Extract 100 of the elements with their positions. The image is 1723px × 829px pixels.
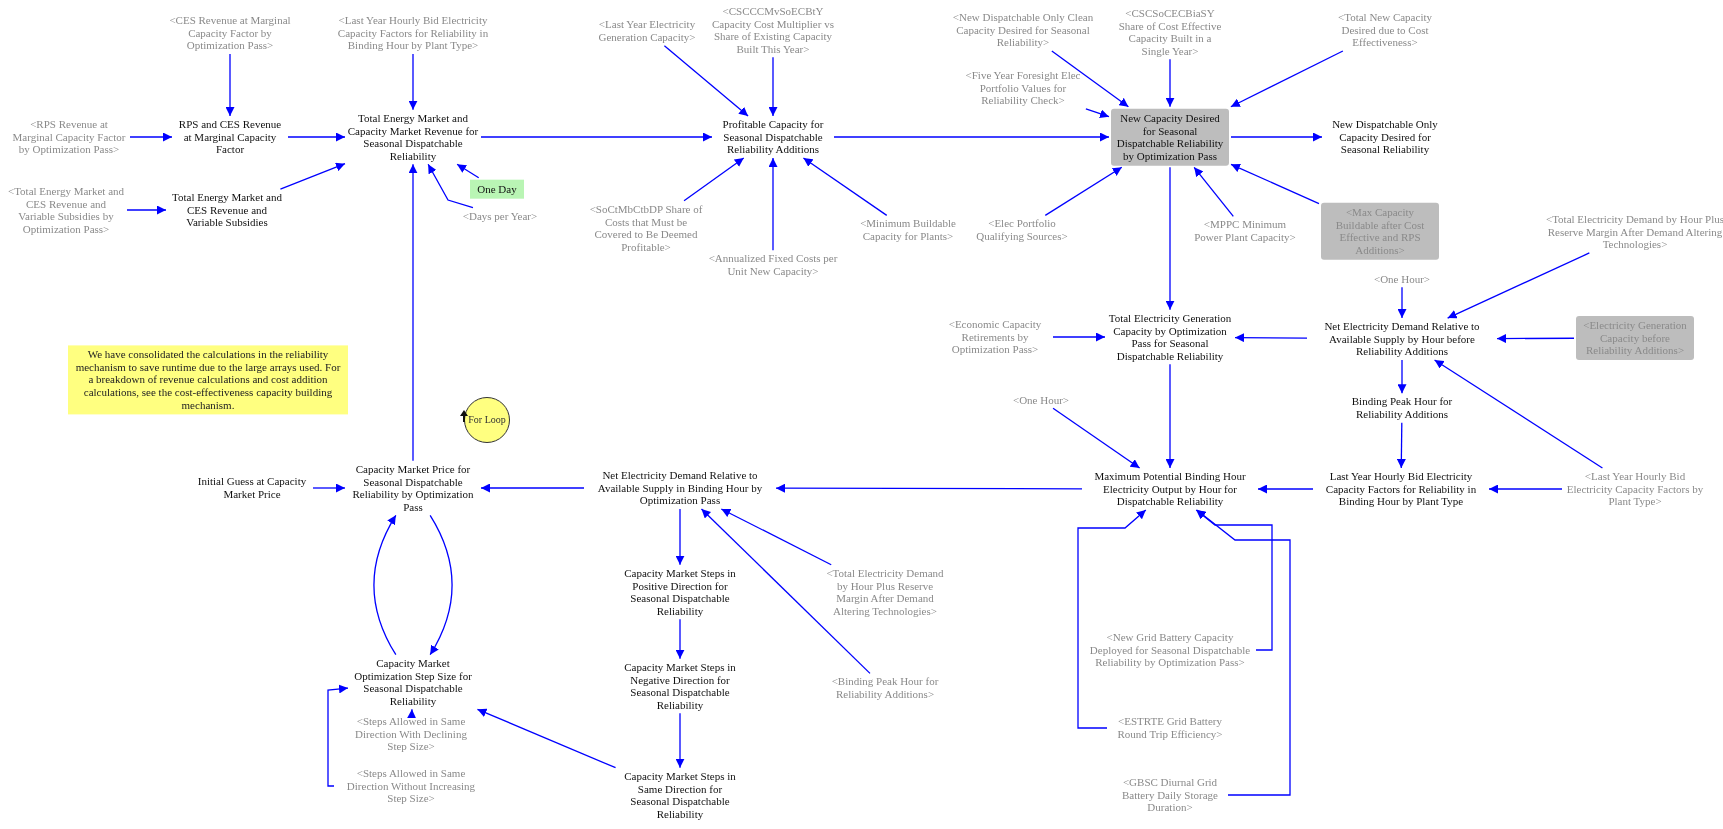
shadow-variable-name: <One Hour>: [1372, 272, 1432, 286]
arrow: [833, 132, 1110, 142]
arrow: [663, 45, 749, 117]
arrow: [287, 132, 346, 142]
shadow-variable-name: <Five Year Foresight Elec Portfolio Values for Reliability Check>: [964, 69, 1082, 107]
arrow: [312, 483, 346, 493]
arrow: [1044, 166, 1123, 216]
arrow: [1165, 166, 1175, 311]
arrow: [1196, 509, 1291, 796]
variable-name: Net Electricity Demand Relative to Available Supply in Binding Hour by Optimization Pass: [596, 469, 764, 507]
variable-name: Capacity Market Price for Seasonal Dispatchable Reliability by Optimization Pass: [351, 462, 475, 514]
variable-name: Last Year Hourly Bid Electricity Capacity Factors for Reliability in Binding Hour by Plant Type: [1324, 470, 1478, 508]
shadow-variable-name: <GBSC Diurnal Grid Battery Daily Storage Duration>: [1121, 776, 1219, 814]
arrow: [768, 157, 778, 251]
arrow: [480, 132, 713, 142]
variable-name: Capacity Market Steps in Negative Direction for Seasonal Dispatchable Reliability: [623, 660, 737, 712]
shadow-variable-name: <ESTRTE Grid Battery Round Trip Efficiency>: [1116, 715, 1224, 741]
variable-name: New Capacity Desired for Seasonal Dispatchable Reliability by Optimization Pass: [1115, 111, 1225, 163]
arrow: [1230, 132, 1323, 142]
shadow-variable-name: <RPS Revenue at Marginal Capacity Factor by Optimization Pass>: [11, 118, 127, 156]
shadow-variable-box: [1576, 316, 1694, 360]
arrow: [775, 483, 1083, 493]
variable-name: Total Energy Market and CES Revenue and Variable Subsidies: [171, 191, 283, 229]
shadow-variable-name: <CSCSoCECBiaSY Share of Cost Effective Capacity Built in a Single Year>: [1118, 6, 1222, 58]
shadow-variable-name: <Annualized Fixed Costs per Unit New Capacity>: [707, 252, 839, 278]
arrow: [408, 53, 418, 111]
arrow: [1433, 359, 1604, 469]
shadow-variable-name: <New Grid Battery Capacity Deployed for Seasonal Dispatchable Reliability by Optimization Pass>: [1088, 631, 1252, 669]
shadow-variable-name: <Days per Year>: [461, 209, 539, 223]
arrow: [1230, 163, 1320, 205]
shadow-variable-name: <Steps Allowed in Same Direction With Declining Step Size>: [354, 715, 468, 753]
arrow: [126, 205, 167, 215]
arrow: [1257, 484, 1314, 494]
shadow-variable-name: <Last Year Hourly Bid Electricity Capacity Factors for Reliability in Binding Hour by Plant Type>: [336, 14, 490, 52]
shadow-variable-name: <Economic Capacity Retirements by Optimization Pass>: [947, 318, 1043, 356]
variable-name: Capacity Market Steps in Positive Direction for Seasonal Dispatchable Reliability: [623, 566, 737, 618]
variable-name: Binding Peak Hour for Reliability Additions: [1350, 395, 1454, 421]
shadow-variable-name: <Elec Portfolio Qualifying Sources>: [975, 217, 1069, 243]
arrow: [429, 514, 453, 656]
arrow: [408, 163, 418, 462]
loop-label: For Loop: [468, 413, 506, 427]
arrow: [1230, 50, 1344, 108]
shadow-variable-name: <CES Revenue at Marginal Capacity Factor by Optimization Pass>: [168, 14, 292, 52]
variable-name: Net Electricity Demand Relative to Available Supply by Hour before Reliability Additions: [1323, 320, 1481, 358]
arrow: [427, 163, 474, 209]
arrow: [1165, 58, 1175, 108]
arrow: [1447, 252, 1590, 319]
arrow: [720, 508, 832, 566]
shadow-variable-name: <One Hour>: [1011, 393, 1071, 407]
arrow: [1165, 363, 1175, 469]
arrow: [1193, 166, 1234, 217]
arrow: [1052, 332, 1106, 342]
arrow: [456, 163, 480, 179]
arrow: [675, 508, 685, 566]
variable-name: Maximum Potential Binding Hour Electricity Output by Hour for Dispatchable Reliability: [1093, 470, 1247, 508]
arrow: [327, 684, 349, 787]
arrow: [683, 157, 745, 202]
shadow-variable-name: <Last Year Electricity Generation Capacity>: [597, 18, 697, 44]
shadow-variable-name: <Minimum Buildable Capacity for Plants>: [859, 217, 957, 243]
constant-box: [470, 179, 524, 199]
arrow: [225, 53, 235, 117]
arrow: [802, 157, 888, 216]
shadow-variable-name: <Total Electricity Demand by Hour Plus Reserve Margin After Demand Altering Technologies>: [1544, 213, 1723, 251]
variable-name: One Day: [476, 182, 518, 196]
arrow: [1496, 334, 1575, 344]
arrow: [279, 162, 346, 190]
variable-name: Capacity Market Steps in Same Direction for Seasonal Dispatchable Reliability: [623, 769, 737, 821]
variable-name: Profitable Capacity for Seasonal Dispatchable Reliability Additions: [721, 118, 825, 156]
arrow: [700, 508, 871, 674]
variable-name: New Dispatchable Only Capacity Desired for Seasonal Reliability: [1331, 118, 1439, 156]
arrow: [476, 708, 617, 769]
shadow-variable-name: <Steps Allowed in Same Direction Without Increasing Step Size>: [345, 767, 477, 805]
shadow-variable-name: <Total New Capacity Desired due to Cost Effectiveness>: [1337, 11, 1433, 49]
variable-name: Total Electricity Generation Capacity by Optimization Pass for Seasonal Dispatchable Reliability: [1107, 311, 1233, 363]
arrow: [1397, 286, 1407, 319]
shadow-variable-name: <SoCtMbCtbDP Share of Costs that Must be Covered to Be Deemed Profitable>: [588, 202, 704, 254]
arrow: [1396, 422, 1406, 469]
arrow: [675, 712, 685, 769]
variable-name: Initial Guess at Capacity Market Price: [196, 475, 308, 501]
arrow: [129, 132, 173, 142]
arrow: [1195, 509, 1273, 651]
note-text: We have consolidated the calculations in the reliability mechanism to save runtime due to the large arrays used. For a breakdown of revenue calculations and cost addition calculations, see the cost-effectiveness capacity building mechanism.: [74, 348, 342, 412]
arrow: [1234, 333, 1308, 343]
arrow: [1397, 359, 1407, 394]
arrow: [1077, 509, 1147, 729]
arrow: [1488, 484, 1563, 494]
arrow: [480, 483, 585, 493]
arrow: [1052, 407, 1141, 469]
arrow: [1085, 108, 1110, 119]
arrow: [768, 56, 778, 117]
arrow: [373, 514, 397, 656]
shadow-variable-name: <Last Year Hourly Bid Electricity Capacity Factors by Plant Type>: [1565, 470, 1705, 508]
arrow: [675, 618, 685, 660]
variable-name: Capacity Market Optimization Step Size for Seasonal Dispatchable Reliability: [353, 656, 473, 708]
arrow: [407, 708, 417, 719]
shadow-variable-name: <MPPC Minimum Power Plant Capacity>: [1193, 218, 1297, 244]
arrow: [1051, 50, 1130, 108]
variable-name: RPS and CES Revenue at Marginal Capacity Factor: [177, 118, 283, 156]
variable-name: Total Energy Market and Capacity Market Revenue for Seasonal Dispatchable Reliability: [347, 111, 479, 163]
shadow-variable-box: [1321, 202, 1439, 260]
